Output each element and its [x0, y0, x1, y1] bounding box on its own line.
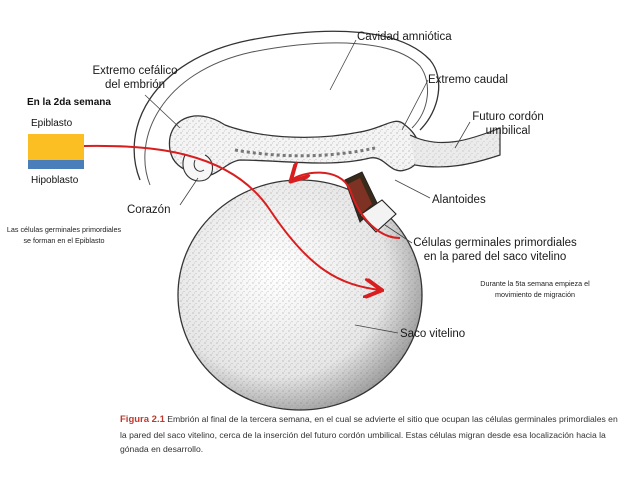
label-allantois: Alantoides: [432, 194, 486, 206]
label-cephalic-end: Extremo cefálico del embrión: [92, 65, 178, 91]
caption-text: Embrión al final de la tercera semana, e…: [120, 414, 618, 454]
label-umbilical-cord: Futuro cordón umbilical: [472, 111, 544, 137]
note-week2-title: En la 2da semana: [27, 97, 111, 108]
note-migration: Durante la 5ta semana empieza el movimie…: [480, 279, 590, 299]
amniotic-cavity-outline: [133, 30, 440, 181]
hypoblast-block: [28, 160, 84, 169]
label-yolk-sac: Saco vitelino: [400, 328, 466, 340]
label-caudal-end: Extremo caudal: [428, 74, 508, 86]
leader-lines: [144, 39, 471, 334]
migration-arrow-1: [83, 144, 380, 290]
caption-figure-number: Figura 2.1: [120, 414, 165, 425]
epiblast-block: [28, 134, 84, 160]
note-origin: Las células germinales primordiales se f…: [6, 225, 122, 245]
label-heart: Corazón: [127, 204, 171, 216]
note-epiblast: Epiblasto: [31, 118, 73, 129]
label-amniotic-cavity: Cavidad amniótica: [357, 31, 452, 43]
note-hypoblast: Hipoblasto: [31, 175, 79, 186]
label-germ-cells: Células germinales primordiales en la pa…: [413, 237, 577, 263]
figure-caption: Figura 2.1 Embrión al final de la tercer…: [120, 412, 625, 457]
migration-arrow-2: [292, 173, 401, 239]
